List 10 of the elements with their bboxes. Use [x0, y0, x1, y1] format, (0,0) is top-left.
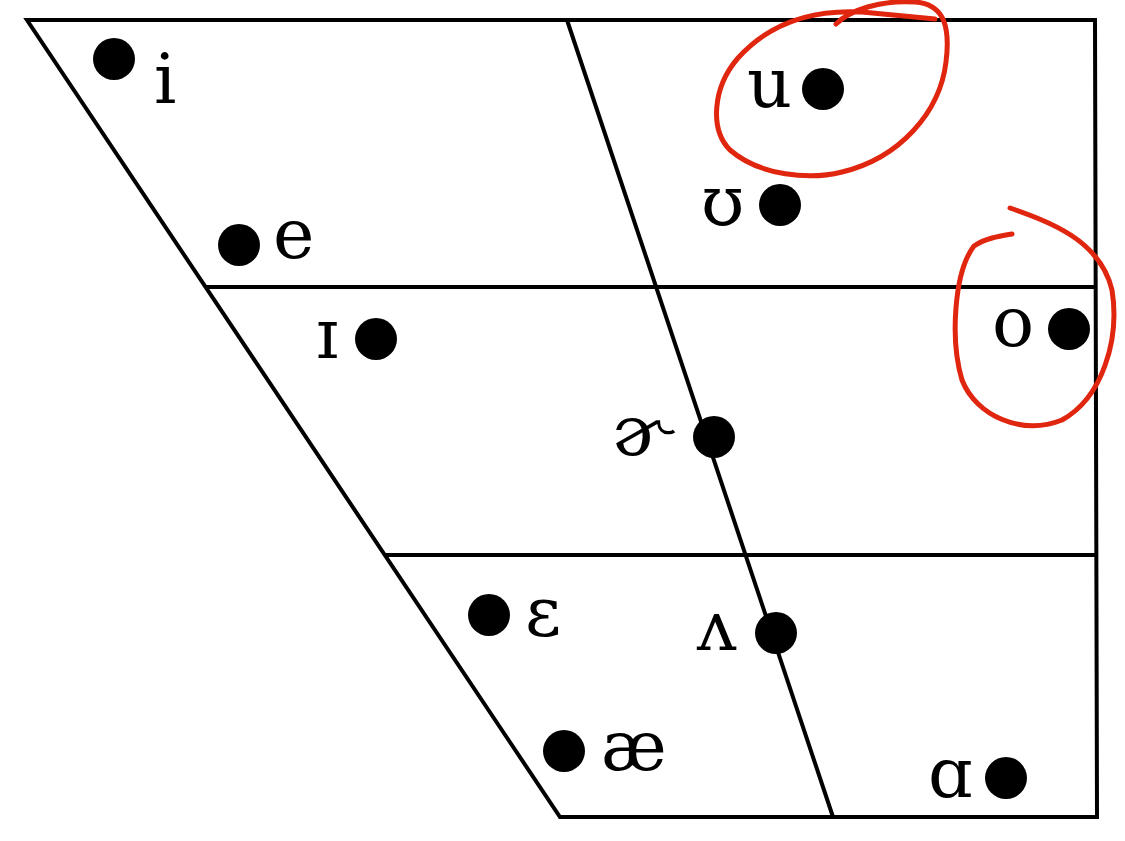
vowel-symbol: i [154, 51, 177, 107]
vowel-symbol: o [992, 294, 1035, 350]
vowel-symbol: ɪ [316, 306, 339, 362]
vowel-symbol: ɑ [928, 745, 973, 801]
vowel-symbol: e [273, 206, 315, 262]
vowel-symbol: ɛ [525, 584, 562, 640]
vowel-symbol: æ [601, 718, 667, 774]
vowel-symbol: ʊ [701, 173, 745, 229]
vowel-symbol: u [747, 55, 793, 111]
vowel-symbol: ʌ [697, 598, 737, 654]
